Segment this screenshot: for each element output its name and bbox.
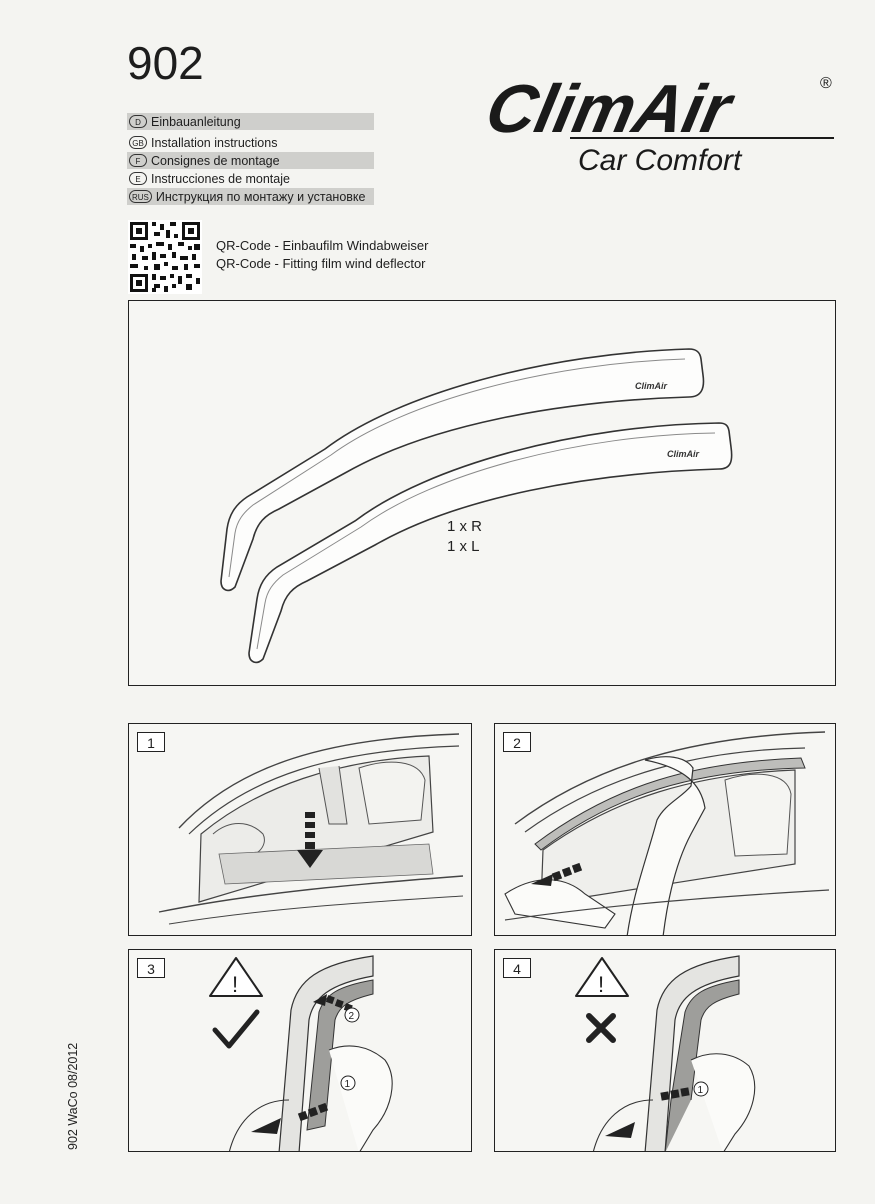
- deflector-r-logo: ClimAir: [635, 381, 668, 391]
- language-label: Installation instructions: [151, 135, 278, 150]
- language-code-badge: GB: [129, 136, 147, 149]
- quantity-right: 1 x R: [447, 518, 483, 535]
- step-3-panel: 3 ! 1 2: [128, 949, 472, 1152]
- language-row-fr: F Consignes de montage: [127, 152, 374, 169]
- deflector-illustration: ClimAir ClimAir: [220, 348, 733, 664]
- registered-mark: ®: [820, 75, 832, 92]
- warning-triangle-icon: !: [209, 957, 263, 997]
- brand-tagline: Car Comfort: [578, 144, 743, 177]
- language-code-badge: RUS: [129, 190, 152, 203]
- language-code-badge: F: [129, 154, 147, 167]
- product-overview-panel: ClimAir ClimAir 1 x R 1 x L: [128, 300, 836, 686]
- climair-logo: ClimAir Car Comfort ®: [480, 71, 834, 177]
- step-3-illustration: ! 1 2: [209, 955, 393, 1151]
- language-row-ru: RUS Инструкция по монтажу и установке: [127, 188, 374, 205]
- marker-1: 1: [698, 1085, 704, 1096]
- marker-2: 2: [349, 1011, 355, 1022]
- language-label: Einbauanleitung: [151, 114, 241, 129]
- language-label: Инструкция по монтажу и установке: [155, 189, 366, 204]
- step-number: 1: [137, 732, 165, 752]
- warning-mark: !: [598, 972, 604, 997]
- document-code-date: 902 WaCo 08/2012: [66, 1042, 80, 1150]
- qr-code-image[interactable]: [128, 220, 202, 294]
- step-number: 4: [503, 958, 531, 978]
- document-number: 902: [127, 37, 204, 89]
- step-4-panel: 4 ! 1: [494, 949, 836, 1152]
- cross-icon: [586, 1013, 616, 1043]
- marker-1: 1: [345, 1079, 351, 1090]
- language-label: Instrucciones de montaje: [151, 171, 290, 186]
- step-2-illustration: [504, 731, 830, 935]
- language-row-gb: GB Installation instructions: [127, 134, 374, 151]
- language-row-es: E Instrucciones de montaje: [127, 170, 374, 187]
- quantity-left: 1 x L: [447, 538, 480, 555]
- language-label: Consignes de montage: [151, 153, 280, 168]
- brand-name: ClimAir: [480, 71, 741, 147]
- warning-triangle-icon: !: [575, 957, 629, 997]
- step-1-panel: 1: [128, 723, 472, 936]
- deflector-l-logo: ClimAir: [667, 449, 700, 459]
- step-4-illustration: ! 1: [575, 955, 756, 1151]
- qr-caption-gb: QR-Code - Fitting film wind deflector: [216, 256, 426, 271]
- check-icon: [212, 1009, 260, 1049]
- step-2-panel: 2: [494, 723, 836, 936]
- step-1-illustration: [158, 733, 464, 925]
- warning-mark: !: [232, 972, 238, 997]
- language-row-de: D Einbauanleitung: [127, 113, 374, 130]
- qr-caption-de: QR-Code - Einbaufilm Windabweiser: [216, 238, 429, 253]
- language-code-badge: E: [129, 172, 147, 185]
- step-number: 2: [503, 732, 531, 752]
- language-code-badge: D: [129, 115, 147, 128]
- step-number: 3: [137, 958, 165, 978]
